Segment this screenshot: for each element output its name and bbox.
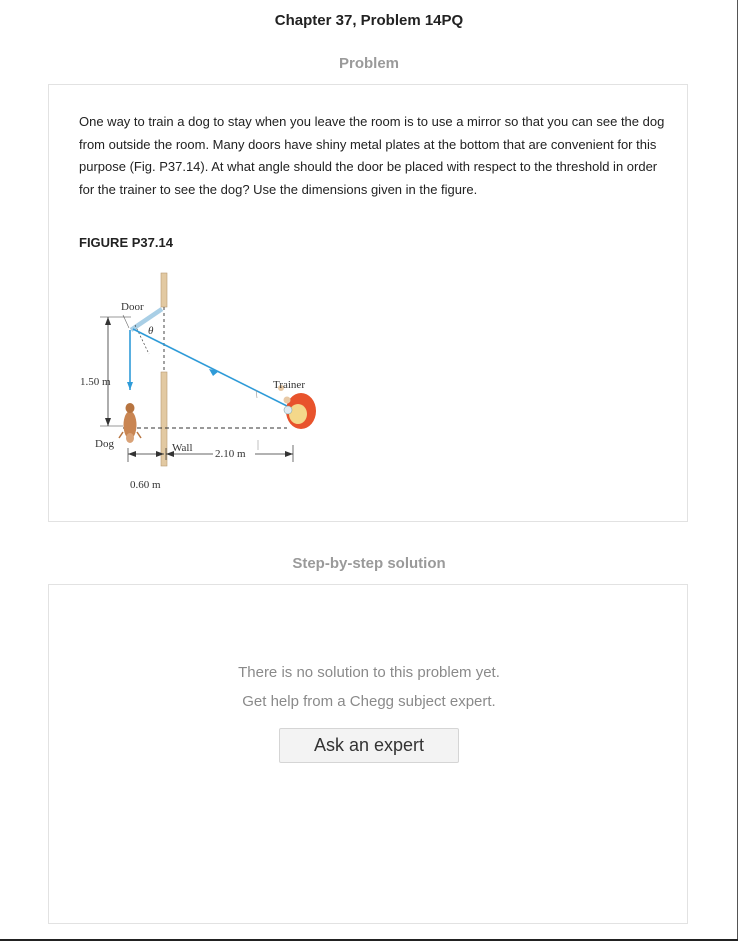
normal-line [134,324,150,355]
dog-figure [118,403,142,443]
door-label: Door [121,301,144,313]
page-title: Chapter 37, Problem 14PQ [274,12,464,29]
height-arrow-up [105,317,111,325]
solution-card: There is no solution to this problem yet… [48,584,688,924]
trainer-figure [278,385,316,429]
ray-to-dog-arrowhead [127,382,133,390]
dog-label: Dog [95,438,114,450]
wall-label: Wall [172,442,193,454]
figure-p37-14: Door θ 1.50 m Trainer Dog Wall 2.10 m 0.… [80,272,316,491]
height-arrow-down [105,418,111,426]
figure-label: FIGURE P37.14 [79,235,173,250]
offset-arrow-left [128,451,136,457]
offset-label: 0.60 m [130,479,161,491]
distance-label-bg [213,446,255,460]
distance-label: 2.10 m [215,448,246,460]
door-mirror [129,307,164,332]
problem-heading: Problem [338,55,399,72]
offset-arrow-right [156,451,164,457]
ray-from-trainer-arrowhead [209,369,219,376]
angle-label: θ [148,325,154,337]
problem-text: One way to train a dog to stay when you … [79,114,665,197]
solution-heading: Step-by-step solution [292,555,446,572]
distance-arrow-right [285,451,293,457]
ray-from-trainer [132,328,294,410]
problem-card: One way to train a dog to stay when you … [48,84,688,522]
expert-help-message: Get help from a Chegg subject expert. [242,693,496,710]
height-label: 1.50 m [80,376,111,388]
wall-lower-post [160,371,168,467]
no-solution-message: There is no solution to this problem yet… [238,664,500,681]
ask-expert-button[interactable]: Ask an expert [279,728,459,763]
trainer-label: Trainer [273,379,305,391]
frame-border-bottom [0,939,738,941]
wall-upper-post [160,272,168,308]
tick-mark [255,389,258,399]
distance-arrow-left [166,451,174,457]
